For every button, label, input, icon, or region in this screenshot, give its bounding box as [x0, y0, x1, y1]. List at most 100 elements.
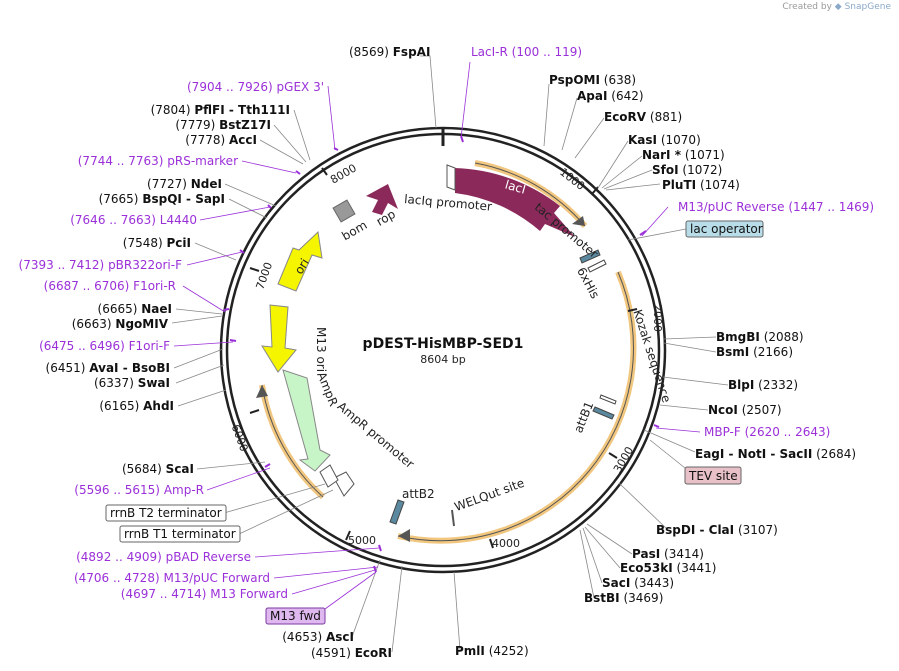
m13-ori-label: M13 ori	[314, 327, 328, 372]
primer-laci-r: LacI-R (100 .. 119)	[471, 45, 582, 59]
kozak-glyph	[599, 394, 617, 405]
lac-operator-box	[685, 220, 764, 238]
credit-prefix: Created by	[782, 2, 832, 12]
primer-leader-lines	[173, 61, 701, 595]
bom-label: bom	[339, 218, 369, 243]
6xhis-label: 6xHis	[574, 265, 602, 301]
ori-arrow[interactable]	[277, 230, 323, 292]
rrnB-t2-box	[105, 504, 227, 522]
primer-pbr322ori-f: (7393 .. 7412) pBR322ori-F	[19, 258, 183, 272]
enzyme-bmgbi: BmgBI (2088)	[716, 330, 804, 344]
welqut-glyph	[451, 509, 455, 527]
enzyme-labels-left: (4591) EcoRI (4653) AscI (5684) ScaI (61…	[46, 103, 392, 660]
enzyme-pspomi: PspOMI (638)	[549, 73, 636, 87]
tick-2000: 2000	[651, 304, 664, 332]
enzyme-bstbi: BstBI (3469)	[584, 591, 663, 605]
enzyme-asci: (4653) AscI	[282, 630, 354, 644]
attB1-label: attB1	[571, 399, 596, 435]
m13-ori-arrow[interactable]	[261, 304, 297, 373]
boxed-labels: lac operator TEV site rrnB T2 terminator…	[105, 220, 764, 625]
enzyme-nari: NarI * (1071)	[642, 148, 725, 162]
tick-6000: 6000	[229, 423, 251, 454]
enzyme-blpi: BlpI (2332)	[728, 378, 798, 392]
tev-site-box	[684, 466, 742, 485]
m13-fwd-label: M13 fwd	[270, 609, 321, 623]
tick-3000: 3000	[611, 444, 636, 475]
enzyme-leader-lines	[171, 55, 729, 653]
primer-prs-marker: (7744 .. 7763) pRS-marker	[78, 154, 238, 168]
enzyme-fspai-name: FspAI	[393, 45, 431, 59]
attB1-glyph	[592, 406, 615, 420]
attB2-glyph	[389, 499, 405, 525]
enzyme-scai: (5684) ScaI	[122, 462, 194, 476]
tick-7000: 7000	[253, 260, 275, 291]
cds-lines	[261, 162, 634, 542]
primer-m13-puc-reverse: M13/pUC Reverse (1447 .. 1469)	[678, 200, 874, 214]
enzyme-saci: SacI (3443)	[602, 576, 674, 590]
enzyme-pluti: PluTI (1074)	[662, 178, 740, 192]
ampr-label: AmpR	[314, 370, 340, 408]
ampr-promoter-label: AmpR promoter	[335, 399, 417, 471]
ampr-arrow[interactable]	[282, 369, 331, 472]
primer-l4440: (7646 .. 7663) L4440	[70, 213, 197, 227]
enzyme-acci: (7778) AccI	[185, 133, 257, 147]
primer-m13-puc-forward: (4706 .. 4728) M13/pUC Forward	[74, 571, 270, 585]
credit-brand: SnapGene	[844, 2, 891, 12]
primer-amp-r: (5596 .. 5615) Amp-R	[74, 483, 204, 497]
enzyme-eagi-noti-sacii: EagI - NotI - SacII (2684)	[695, 447, 856, 461]
rop-arrow[interactable]	[366, 184, 398, 215]
lacI-arrow[interactable]	[455, 168, 575, 237]
attB2-label: attB2	[402, 487, 435, 501]
enzyme-ngomiv: (6663) NgoMIV	[72, 317, 169, 331]
enzyme-avai-bsobi: (6451) AvaI - BsoBI	[46, 361, 170, 375]
rrnB-terminator-marks	[319, 464, 339, 488]
lacI-label: lacI	[503, 178, 527, 197]
primer-pgex-3: (7904 .. 7926) pGEX 3'	[187, 80, 324, 94]
enzyme-bspqi-sapi: (7665) BspQI - SapI	[99, 192, 225, 206]
enzyme-ncoi: NcoI (2507)	[708, 403, 782, 417]
rrnB-t1-label: rrnB T1 terminator	[124, 527, 236, 541]
enzyme-fspai-pos: (8569)	[349, 45, 389, 59]
6xHis-glyph	[587, 259, 607, 273]
enzyme-bspdi-clai: BspDI - ClaI (3107)	[656, 523, 778, 537]
enzyme-ahdi: (6165) AhdI	[99, 399, 174, 413]
primer-f1ori-r: (6687 .. 6706) F1ori-R	[44, 279, 176, 293]
m13-fwd-box	[265, 607, 326, 625]
enzyme-labels: (8569) FspAI PspOMI (638) ApaI (642) Eco…	[349, 45, 856, 658]
enzyme-sfoi: SfoI (1072)	[652, 163, 722, 177]
enzyme-pasi: PasI (3414)	[632, 547, 704, 561]
enzyme-ecorv: EcoRV (881)	[604, 110, 682, 124]
rrnB-t2-label: rrnB T2 terminator	[110, 506, 222, 520]
enzyme-ecori: (4591) EcoRI	[311, 646, 392, 660]
primer-ticks	[223, 135, 660, 573]
enzyme-ndei: (7727) NdeI	[147, 177, 222, 191]
enzyme-bstz17i: (7779) BstZ17I	[175, 118, 271, 132]
primer-pbad-reverse: (4892 .. 4909) pBAD Reverse	[76, 550, 251, 564]
primer-mbp-f: MBP-F (2620 .. 2643)	[704, 425, 830, 439]
primer-m13-forward: (4697 .. 4714) M13 Forward	[121, 587, 288, 601]
lacIq-promoter-arrow[interactable]	[446, 164, 456, 191]
tick-5000: 5000	[348, 534, 376, 547]
bom-box	[332, 199, 356, 223]
ampr-promoter-arrow[interactable]	[333, 471, 355, 497]
tick-4000: 4000	[492, 537, 520, 550]
lac-operator-label: lac operator	[690, 222, 763, 236]
primer-f1ori-f: (6475 .. 6496) F1ori-F	[39, 339, 170, 353]
enzyme-pmli: PmlI (4252)	[455, 644, 529, 658]
tev-site-label: TEV site	[688, 469, 738, 483]
welqut-label: WELQut site	[452, 476, 526, 514]
tac-promoter-glyph	[579, 249, 601, 264]
enzyme-naei: (6665) NaeI	[98, 302, 172, 316]
plasmid-name: pDEST-HisMBP-SED1	[363, 336, 524, 352]
enzyme-swai: (6337) SwaI	[94, 376, 170, 390]
enzyme-eco53ki: Eco53kI (3441)	[620, 561, 716, 575]
enzyme-apai: ApaI (642)	[577, 89, 644, 103]
plasmid-length: 8604 bp	[420, 353, 465, 366]
enzyme-pflfi-tth111i: (7804) PflFI - Tth111I	[151, 103, 290, 117]
enzyme-pcii: (7548) PciI	[123, 236, 191, 250]
snapgene-credit: Created by ◆ SnapGene	[782, 2, 891, 12]
enzyme-bsmi: BsmI (2166)	[716, 345, 793, 359]
enzyme-fspai: (8569) FspAI	[349, 45, 430, 59]
snapgene-logo-icon: ◆	[834, 2, 842, 12]
